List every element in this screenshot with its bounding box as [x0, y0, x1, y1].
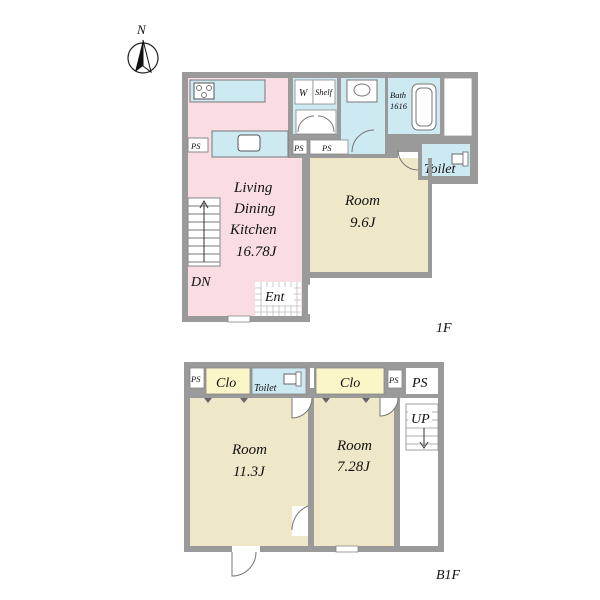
- ps-label: PS: [190, 141, 201, 151]
- closet-b1f-b: [315, 367, 385, 395]
- bath-label: Bath: [390, 90, 406, 100]
- room-b1f-a: [190, 398, 308, 546]
- ps-label: PS: [190, 374, 201, 384]
- ldk-label-1: Living: [233, 180, 273, 196]
- toilet-1f-label: Toilet: [424, 162, 456, 177]
- shelf-label: Shelf: [315, 87, 334, 97]
- sink-icon: [237, 134, 261, 152]
- room-b1f-b-size: 7.28J: [337, 459, 371, 475]
- washer-label: W: [299, 88, 309, 99]
- compass: N: [127, 22, 159, 74]
- entrance-label: Ent: [264, 290, 286, 305]
- ps-label: PS: [388, 375, 399, 385]
- ps-label: PS: [411, 376, 428, 391]
- room-b1f-b-name: Room: [336, 438, 372, 454]
- room-b1f-a-name: Room: [231, 442, 267, 458]
- bathtub-icon: [411, 83, 437, 131]
- stove-icon: [193, 82, 215, 100]
- room-b1f-a-size: 11.3J: [233, 464, 266, 480]
- stairs-down: [187, 197, 221, 267]
- washbasin-icon: [353, 83, 371, 97]
- ldk-size: 16.78J: [236, 244, 278, 260]
- floor-b1f: Room 11.3J Room 7.28J PS Clo Toilet Clo …: [184, 362, 461, 583]
- floor-b1f-label: B1F: [436, 568, 461, 583]
- ldk-label-2: Dining: [233, 201, 276, 217]
- ps-label: PS: [293, 143, 304, 153]
- stairs-up-label: UP: [411, 412, 430, 427]
- floor-1f-label: 1F: [436, 321, 452, 336]
- closet-b1f-b-label: Clo: [340, 376, 360, 391]
- stairs-down-label: DN: [190, 275, 211, 290]
- ldk-label-3: Kitchen: [229, 222, 277, 238]
- north-arrow-icon: [135, 40, 143, 72]
- toilet-b1f-label: Toilet: [254, 383, 277, 394]
- room-1f-name: Room: [344, 193, 380, 209]
- floor-1f: PS DN Living Dining Kitchen 16.78J: [182, 72, 478, 336]
- ldk-area: [188, 78, 288, 316]
- compass-north-label: N: [136, 22, 147, 37]
- room-b1f-b: [314, 398, 394, 546]
- room-1f: [310, 158, 428, 272]
- room-1f-size: 9.6J: [350, 215, 377, 231]
- closet-b1f-a-label: Clo: [216, 376, 236, 391]
- ps-label: PS: [321, 143, 332, 153]
- closet-b1f-a: [205, 367, 251, 395]
- bath-size: 1616: [390, 101, 408, 111]
